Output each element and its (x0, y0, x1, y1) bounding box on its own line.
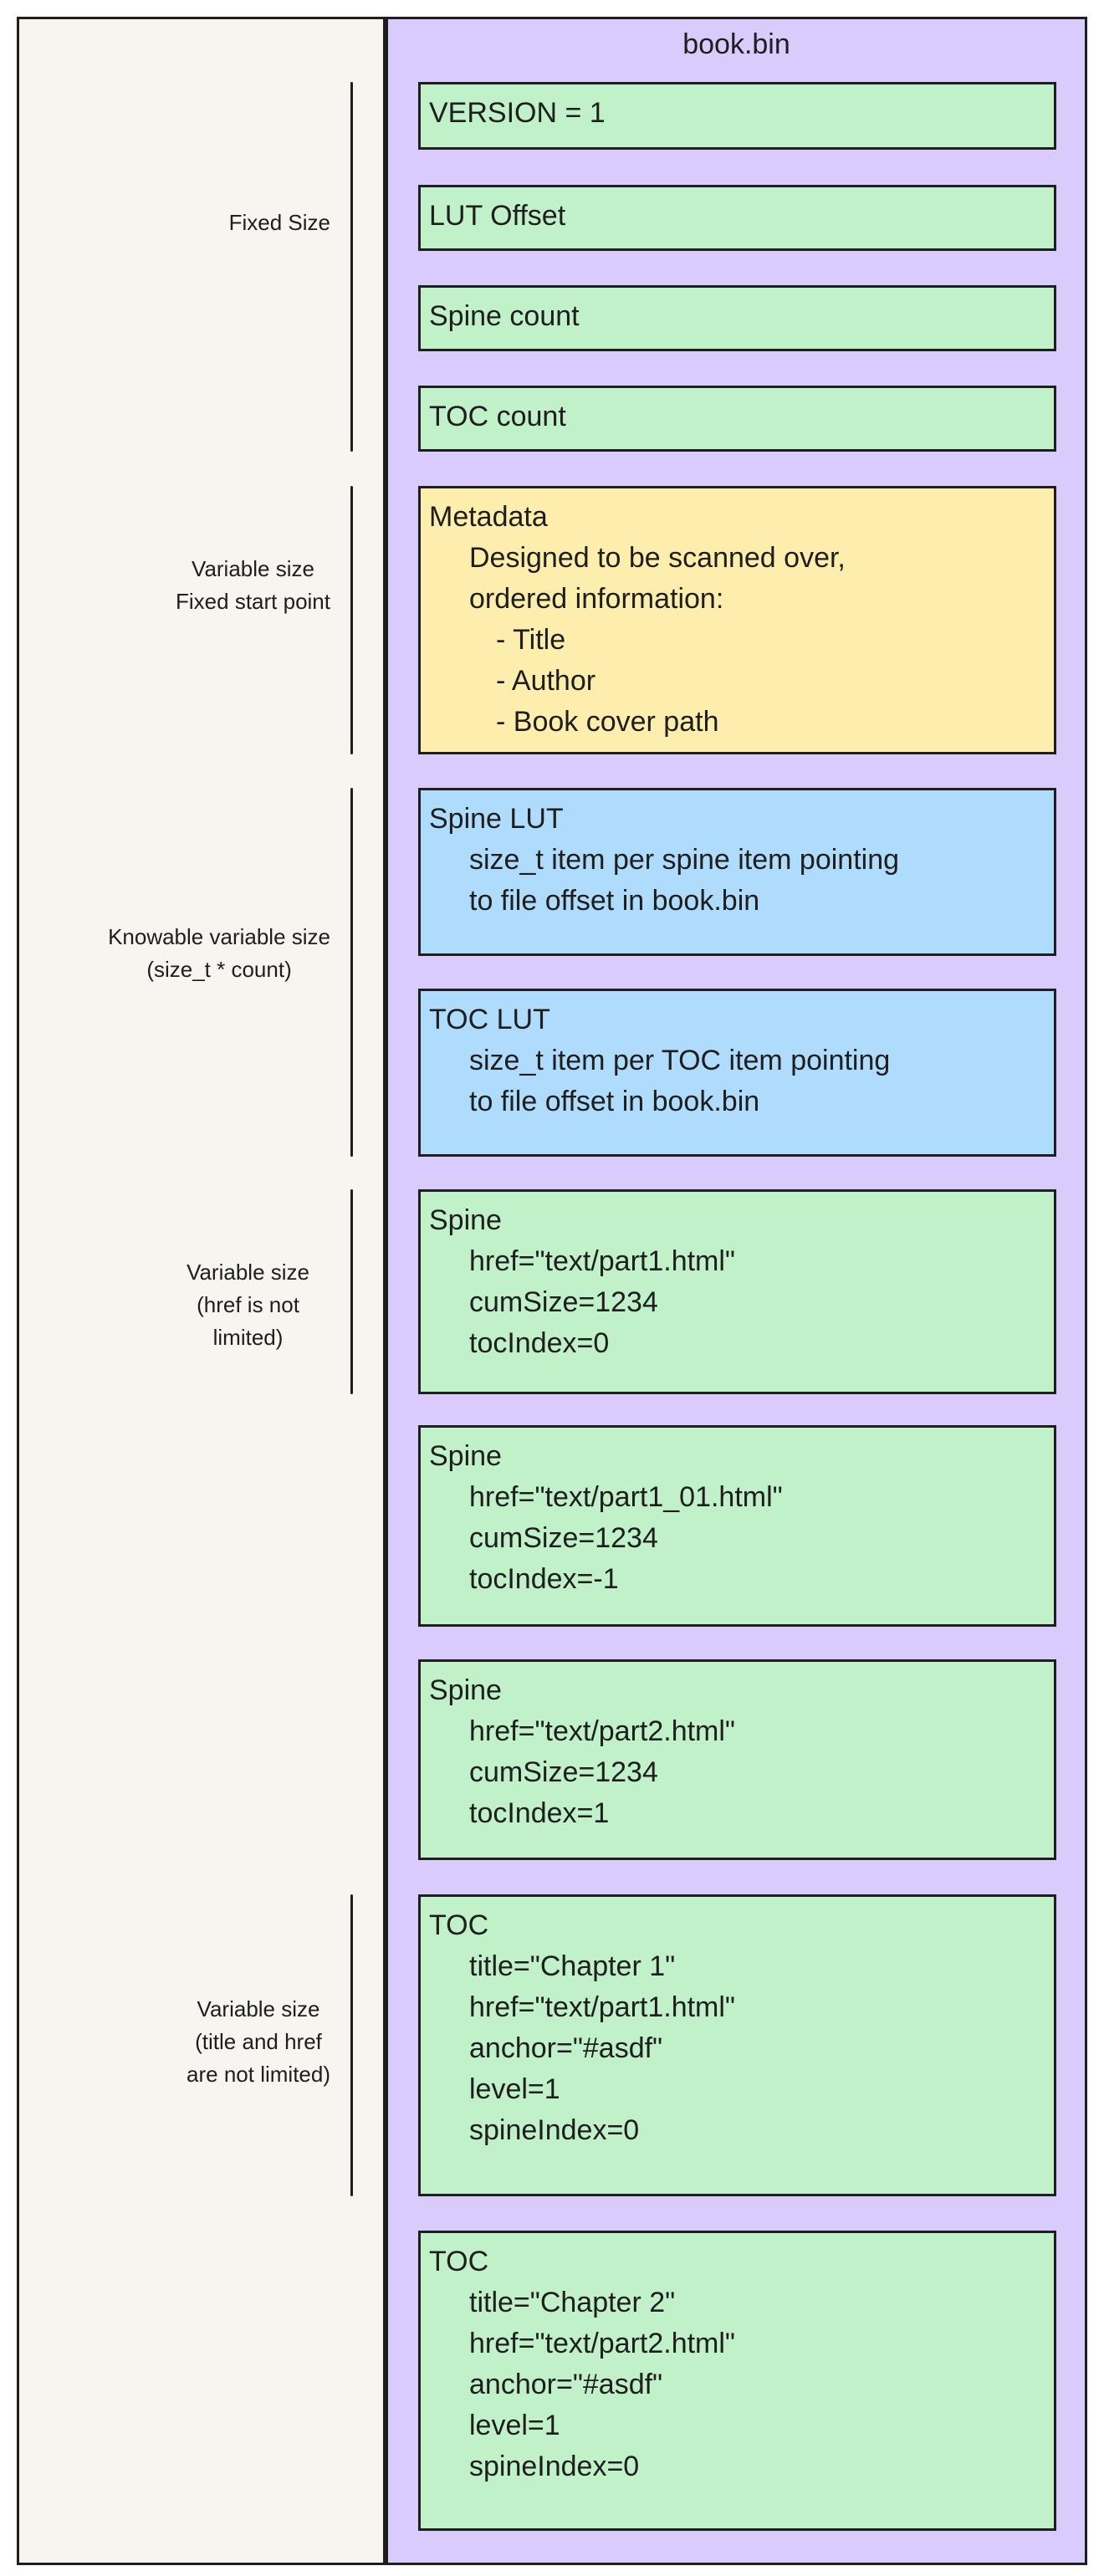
annotation-luts: Knowable variable size (size_t * count) (108, 921, 330, 986)
block-line: spineIndex=0 (469, 2451, 640, 2482)
spine-block: Spine href="text/part1.html" cumSize=123… (418, 1189, 1056, 1394)
annotation-metadata: Variable size Fixed start point (176, 553, 330, 618)
block-title: Spine LUT (429, 803, 564, 835)
spine-block: Spine href="text/part2.html" cumSize=123… (418, 1659, 1056, 1860)
annotation-fixed-size: Fixed Size (229, 207, 330, 239)
block-line: cumSize=1234 (469, 1522, 658, 1554)
metadata-item: - Book cover path (496, 706, 719, 738)
metadata-item: - Author (496, 665, 596, 697)
block-line: size_t item per TOC item pointing (469, 1045, 891, 1076)
bracket-luts (350, 788, 353, 1157)
toc-block: TOC title="Chapter 1" href="text/part1.h… (418, 1894, 1056, 2196)
spine-block: Spine href="text/part1_01.html" cumSize=… (418, 1425, 1056, 1627)
annotation-line: limited) (212, 1325, 284, 1350)
toc-count-block: TOC count (418, 386, 1056, 452)
block-title: TOC LUT (429, 1004, 550, 1035)
block-line: href="text/part1.html" (469, 1245, 736, 1277)
block-line: anchor="#asdf" (469, 2032, 663, 2064)
block-line: spineIndex=0 (469, 2114, 640, 2146)
block-line: cumSize=1234 (469, 1286, 658, 1318)
annotation-line: Fixed start point (176, 589, 330, 614)
block-line: href="text/part2.html" (469, 2328, 736, 2359)
spine-count-block: Spine count (418, 285, 1056, 351)
block-line: ordered information: (469, 583, 724, 615)
metadata-item: - Title (496, 624, 566, 656)
annotation-line: (href is not (197, 1292, 299, 1317)
block-title: Metadata (429, 501, 548, 533)
annotation-spine: Variable size (href is not limited) (187, 1256, 309, 1354)
annotation-toc: Variable size (title and href are not li… (187, 1993, 330, 2091)
block-title: TOC (429, 1909, 489, 1941)
block-line: cumSize=1234 (469, 1756, 658, 1788)
annotation-line: are not limited) (187, 2062, 330, 2087)
block-line: tocIndex=-1 (469, 1563, 619, 1595)
block-line: Designed to be scanned over, (469, 542, 846, 574)
toc-lut-block: TOC LUT size_t item per TOC item pointin… (418, 989, 1056, 1157)
block-line: href="text/part1.html" (469, 1991, 736, 2023)
bracket-metadata (350, 486, 353, 754)
toc-block: TOC title="Chapter 2" href="text/part2.h… (418, 2231, 1056, 2531)
block-line: size_t item per spine item pointing (469, 844, 900, 876)
block-title: Spine (429, 1440, 502, 1472)
block-line: tocIndex=1 (469, 1797, 610, 1829)
block-line: title="Chapter 1" (469, 1950, 676, 1982)
block-label: TOC count (429, 401, 566, 432)
annotation-line: (title and href (195, 2029, 322, 2054)
metadata-block: Metadata Designed to be scanned over, or… (418, 486, 1056, 754)
block-line: href="text/part1_01.html" (469, 1481, 783, 1513)
block-line: level=1 (469, 2410, 560, 2441)
block-title: Spine (429, 1674, 502, 1706)
annotation-line: Fixed Size (228, 210, 330, 235)
annotation-line: Variable size (187, 1260, 309, 1285)
bracket-toc (350, 1894, 353, 2196)
block-line: to file offset in book.bin (469, 1086, 760, 1117)
file-title: book.bin (682, 28, 790, 60)
block-title: Spine (429, 1204, 502, 1236)
block-label: Spine count (429, 300, 580, 332)
block-line: to file offset in book.bin (469, 885, 760, 917)
annotation-line: Variable size (197, 1996, 320, 2021)
block-title: TOC (429, 2246, 489, 2277)
lut-offset-block: LUT Offset (418, 185, 1056, 251)
block-line: tocIndex=0 (469, 1327, 610, 1359)
annotation-line: Variable size (192, 556, 314, 581)
annotation-line: Knowable variable size (108, 924, 330, 949)
block-label: VERSION = 1 (429, 97, 606, 129)
bracket-spine (350, 1189, 353, 1394)
annotation-line: (size_t * count) (146, 957, 292, 982)
block-line: title="Chapter 2" (469, 2287, 676, 2318)
spine-lut-block: Spine LUT size_t item per spine item poi… (418, 788, 1056, 956)
bracket-fixed-size (350, 82, 353, 452)
block-label: LUT Offset (429, 200, 566, 232)
version-block: VERSION = 1 (418, 82, 1056, 150)
block-line: level=1 (469, 2073, 560, 2105)
block-line: anchor="#asdf" (469, 2369, 663, 2400)
block-line: href="text/part2.html" (469, 1715, 736, 1747)
annotation-column (17, 17, 386, 2565)
